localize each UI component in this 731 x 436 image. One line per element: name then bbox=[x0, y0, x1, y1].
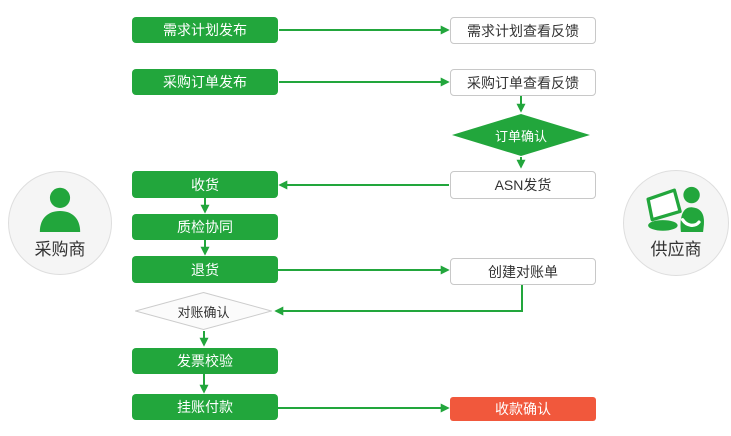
node-label: 对账确认 bbox=[177, 304, 230, 320]
node-label: ASN发货 bbox=[494, 177, 552, 193]
node-label: 退货 bbox=[191, 261, 219, 278]
node-invoice-verify: 发票校验 bbox=[132, 348, 278, 374]
node-po-feedback: 采购订单查看反馈 bbox=[450, 69, 596, 96]
node-receipt-confirm: 收款确认 bbox=[450, 397, 596, 421]
node-quality-collab: 质检协同 bbox=[132, 214, 278, 240]
node-statement-confirm: 对账确认 bbox=[135, 292, 272, 330]
node-order-confirm: 订单确认 bbox=[452, 114, 590, 156]
node-label: 需求计划查看反馈 bbox=[467, 22, 579, 39]
node-label: 收款确认 bbox=[495, 401, 551, 417]
buyer-person-icon bbox=[35, 187, 85, 232]
node-demand-plan-feedback: 需求计划查看反馈 bbox=[450, 17, 596, 44]
node-demand-plan-publish: 需求计划发布 bbox=[132, 17, 278, 43]
node-asn-ship: ASN发货 bbox=[450, 171, 596, 199]
node-po-publish: 采购订单发布 bbox=[132, 69, 278, 95]
node-label: 采购订单发布 bbox=[163, 74, 247, 90]
node-label: 采购订单查看反馈 bbox=[467, 74, 579, 91]
node-create-statement: 创建对账单 bbox=[450, 258, 596, 285]
node-label: 创建对账单 bbox=[488, 263, 558, 280]
diamond-shape bbox=[135, 292, 272, 330]
node-label: 挂账付款 bbox=[177, 399, 233, 415]
node-label: 收货 bbox=[191, 176, 219, 193]
node-label: 发票校验 bbox=[177, 353, 233, 369]
actor-supplier: 供应商 bbox=[623, 170, 729, 276]
actor-buyer: 采购商 bbox=[8, 171, 112, 275]
actor-label: 供应商 bbox=[650, 240, 702, 259]
edge-statement-to-confirm bbox=[274, 285, 523, 316]
actor-label: 采购商 bbox=[34, 239, 86, 259]
node-return-goods: 退货 bbox=[132, 256, 278, 283]
node-label: 需求计划发布 bbox=[163, 22, 247, 38]
node-label: 质检协同 bbox=[177, 219, 233, 235]
supplier-laptop-person-icon bbox=[644, 186, 708, 232]
diamond-shape bbox=[452, 114, 590, 156]
node-payment-on-account: 挂账付款 bbox=[132, 394, 278, 420]
node-label: 订单确认 bbox=[494, 128, 547, 144]
node-receive: 收货 bbox=[132, 171, 278, 198]
